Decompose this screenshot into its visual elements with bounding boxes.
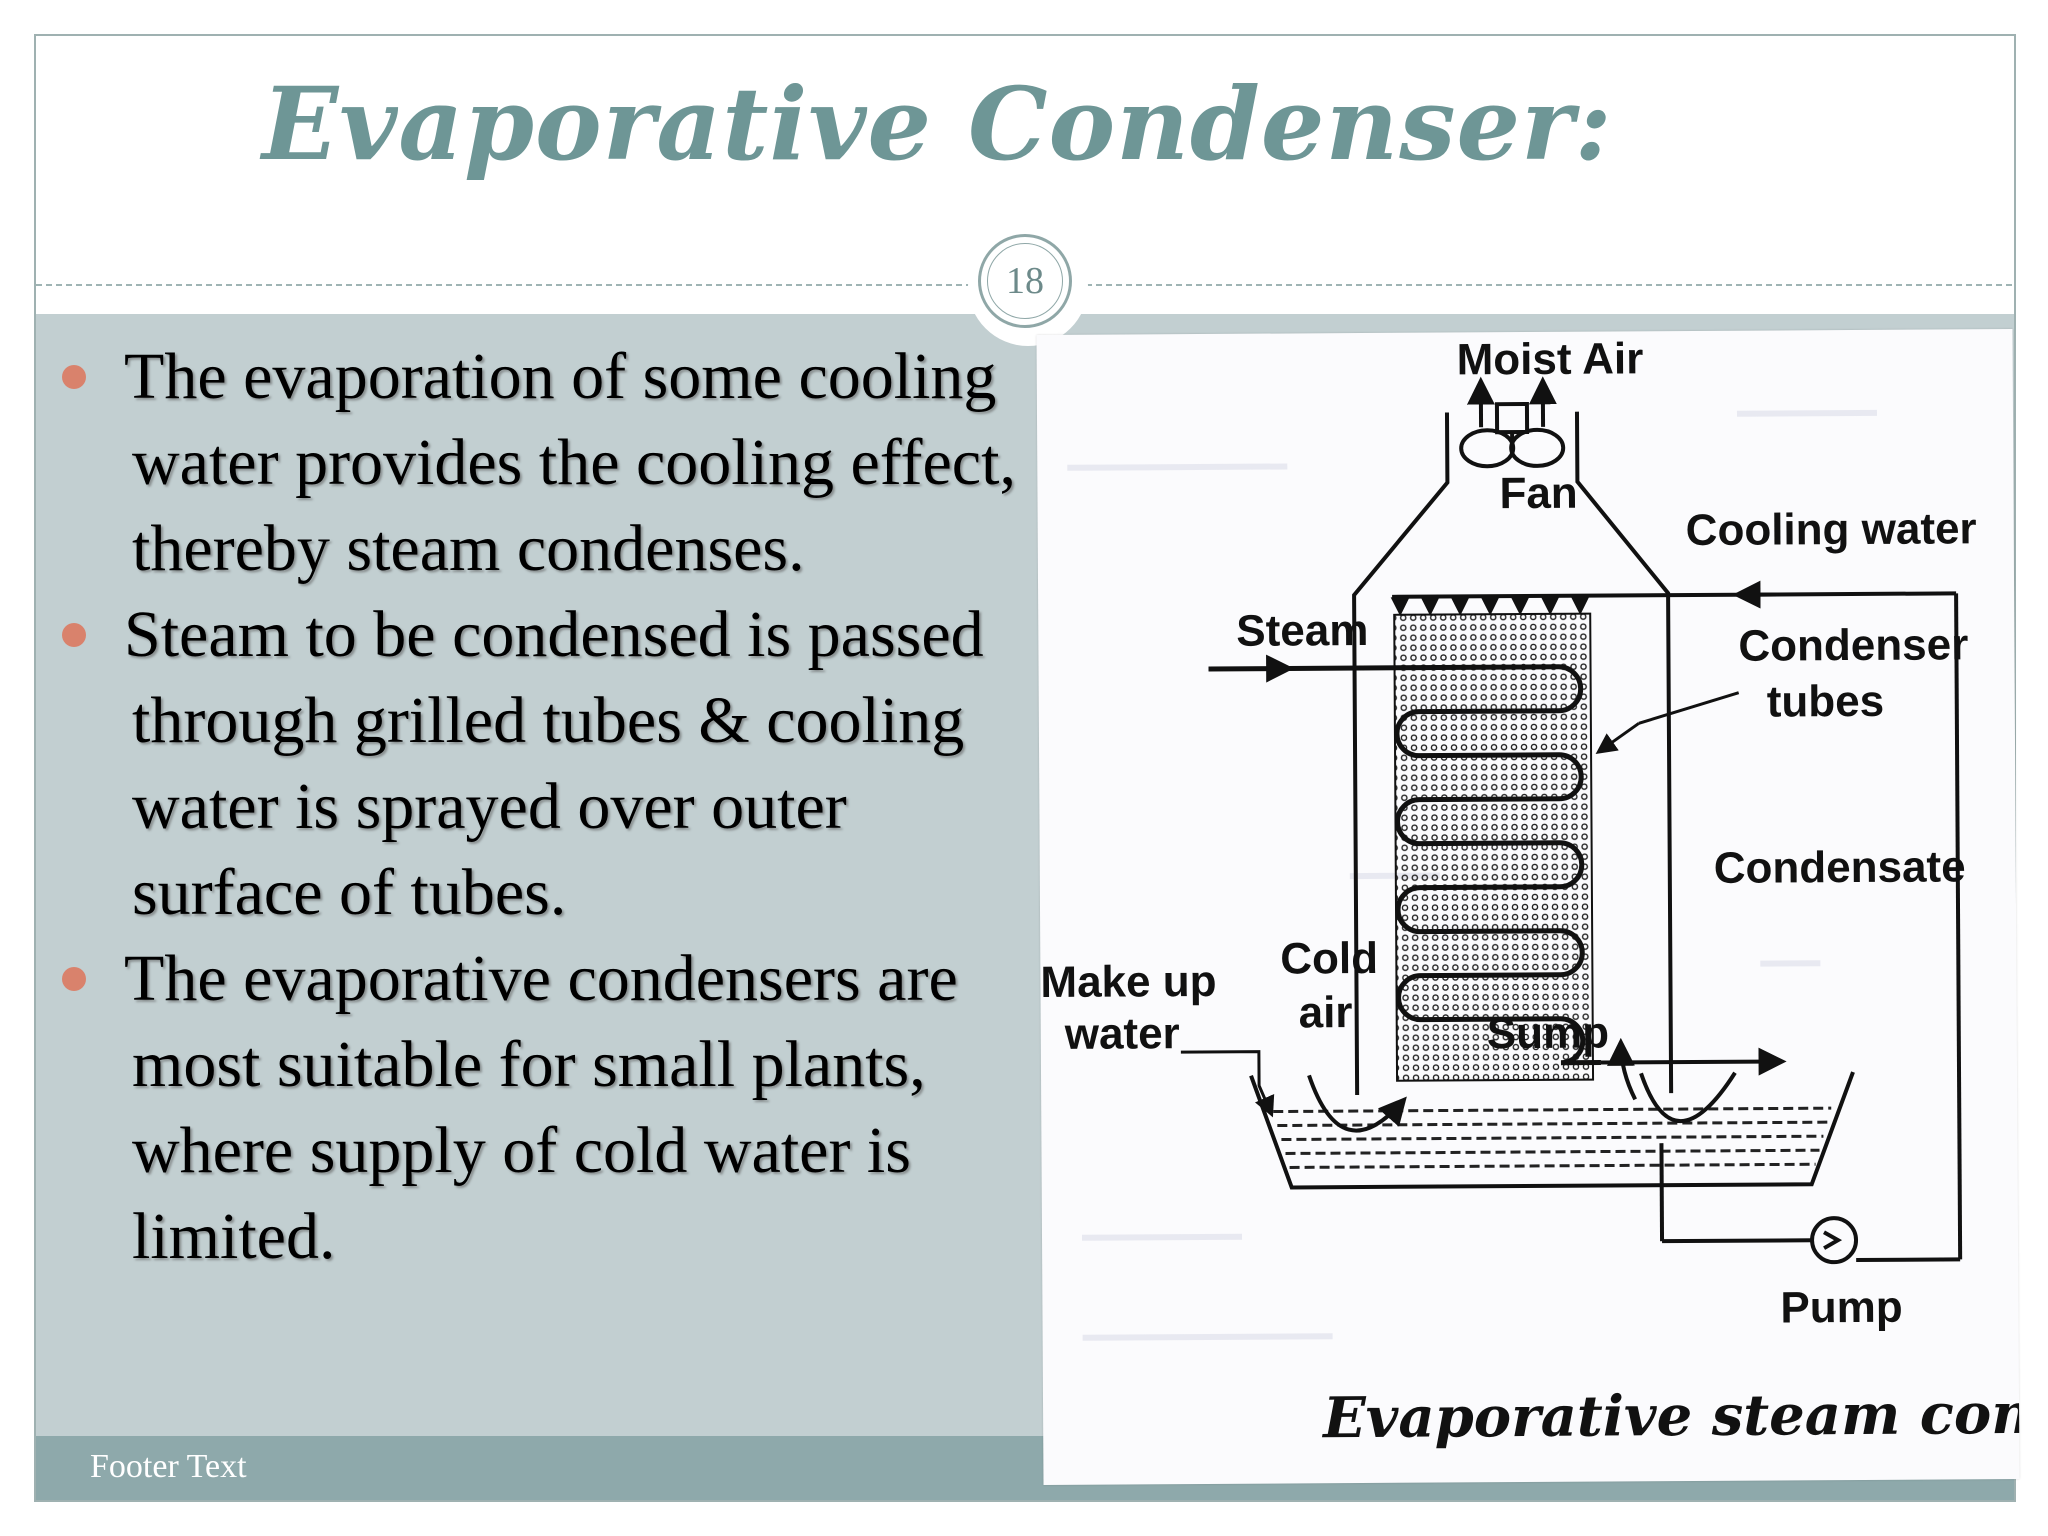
footer-text: Footer Text [90,1448,247,1485]
label-fan: Fan [1499,469,1578,518]
condenser-tower-outline [1352,411,1674,1096]
bullet-text: The evaporative condensers are most suit… [124,942,958,1273]
label-pump: Pump [1780,1283,1903,1333]
bullet-list: The evaporation of some cooling water pr… [60,334,1050,1280]
evaporative-condenser-diagram: Moist Air Fan Cooling water Steam Conden… [1036,329,2020,1485]
condenser-tube-bank [1208,612,1787,1082]
fan-icon [1459,376,1566,469]
label-tubes: tubes [1767,677,1885,727]
label-condensate: Condensate [1714,842,1966,893]
label-sump: Sump [1487,1009,1610,1059]
diagram-caption: Evaporative steam condenser [1321,1380,2020,1452]
diagram-svg: Moist Air Fan Cooling water Steam Conden… [1040,334,2020,1452]
bullet-dot-icon [62,365,86,389]
cooling-water-header [1392,580,1963,1260]
label-make-up: Make up [1040,957,1216,1007]
slide-number-inner-ring [987,243,1063,319]
label-air: air [1298,988,1352,1037]
make-up-water-inlet [1180,1050,1275,1118]
bullet-text: Steam to be condensed is passed through … [124,598,984,929]
bullet-dot-icon [62,623,86,647]
bullet-text: The evaporation of some cooling water pr… [124,340,1016,585]
pump-icon [1659,1143,1961,1265]
bullet-item: The evaporative condensers are most suit… [60,936,1050,1280]
label-steam: Steam [1236,606,1368,656]
bullet-dot-icon [62,967,86,991]
label-condenser: Condenser [1738,620,1968,670]
serpentine-tube [1208,664,1601,1066]
bullet-item: The evaporation of some cooling water pr… [60,334,1050,592]
bullet-item: Steam to be condensed is passed through … [60,592,1050,936]
label-moist-air: Moist Air [1457,334,1644,384]
slide-title: Evaporative Condenser: [262,65,1613,183]
slide-number: 18 [1006,260,1044,302]
spray-arrows [1390,596,1590,617]
label-cooling-water: Cooling water [1686,504,1977,555]
label-cold: Cold [1280,934,1378,984]
label-water: water [1064,1009,1180,1059]
slide-number-ring: 18 [978,234,1072,328]
